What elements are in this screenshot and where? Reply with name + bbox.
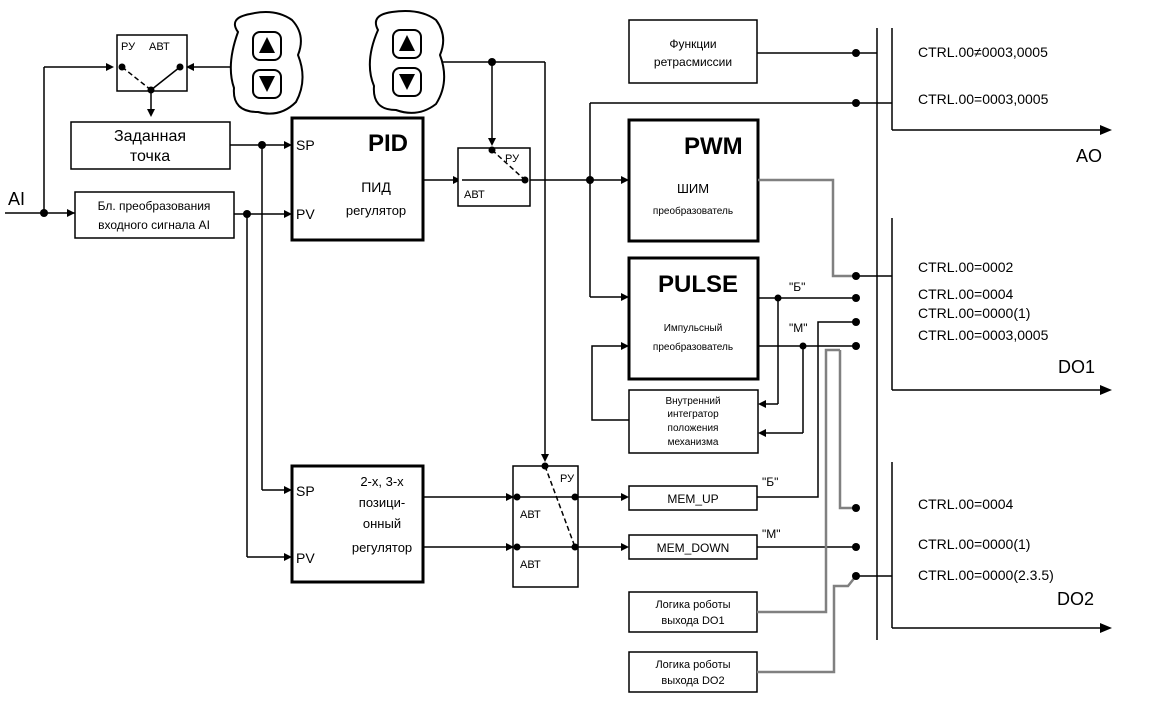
pid-output-wire: [423, 176, 461, 184]
pos-reg-pv-label: PV: [296, 550, 315, 566]
input-converter-line2: входного сигнала AI: [98, 218, 210, 232]
pid-block: PID SP PV ПИД регулятор: [290, 116, 425, 242]
retransmission-line1: Функции: [669, 37, 716, 51]
ao-ctrl1: CTRL.00≠0003,0005: [918, 44, 1048, 60]
integrator-line2: интегратор: [667, 409, 719, 420]
do2-label: DO2: [1057, 589, 1094, 609]
mode-switch-bottom-avt1: АВТ: [520, 509, 541, 521]
integrator-line3: положения: [668, 423, 719, 434]
setpoint-line1: Заданная: [114, 128, 186, 145]
down-arrow-key-left[interactable]: [252, 69, 282, 99]
mem-down-label: MEM_DOWN: [657, 541, 730, 555]
mode-switch-mid-ru: РУ: [505, 153, 520, 165]
mem-down-block: MEM_DOWN: [628, 534, 758, 560]
ai-label: AI: [8, 189, 25, 209]
integrator-feedback-wire: [591, 342, 629, 421]
mem-up-block: MEM_UP: [628, 485, 758, 511]
do2-ctrl3: CTRL.00=0000(2.3.5): [918, 567, 1054, 583]
keypad-right-wires: [442, 58, 549, 462]
ao-output-bus: [856, 28, 1112, 640]
sp-pv-wires: [230, 141, 292, 561]
logic-do2-line2: выхода DO2: [661, 675, 724, 687]
do1-ctrl4: CTRL.00=0003,0005: [918, 327, 1049, 343]
do1-ctrl3: CTRL.00=0000(1): [918, 305, 1030, 321]
do2-output-bus: [856, 462, 1112, 633]
mode-switch-top-ru: РУ: [121, 41, 136, 53]
setpoint-block: Заданная точка: [70, 121, 231, 170]
mode-switch-top[interactable]: РУ АВТ: [116, 34, 188, 94]
do1-output-bus: [856, 218, 1112, 395]
pid-line1: ПИД: [361, 179, 391, 195]
setpoint-line2: точка: [130, 148, 170, 165]
mode-switch-mid[interactable]: РУ АВТ: [457, 146, 531, 207]
do2-ctrl2: CTRL.00=0000(1): [918, 536, 1030, 552]
do1-ctrl2: CTRL.00=0004: [918, 286, 1014, 302]
mode-switch-mid-avt: АВТ: [464, 189, 485, 201]
mode-switch-mid-output-wires: [530, 99, 860, 301]
pos-reg-line1: 2-х, 3-х: [360, 474, 404, 489]
triangle-up-icon: [259, 37, 275, 53]
pid-line2: регулятор: [346, 203, 406, 218]
ao-ctrl2: CTRL.00=0003,0005: [918, 91, 1049, 107]
pos-reg-line2: позици-: [359, 495, 405, 510]
pwm-block: PWM ШИМ преобразователь: [627, 118, 760, 243]
pwm-output-wire: [758, 178, 860, 280]
up-arrow-key-right[interactable]: [392, 29, 422, 59]
pos-reg-line3: онный: [363, 516, 401, 531]
ai-input-wires: [5, 63, 114, 217]
triangle-down-icon: [259, 76, 275, 92]
mode-switch-bottom[interactable]: РУ АВТ АВТ: [512, 462, 579, 588]
pid-pv-label: PV: [296, 206, 315, 222]
pulse-line2: преобразователь: [653, 341, 733, 353]
do2-ctrl1: CTRL.00=0004: [918, 496, 1014, 512]
logic-do2-line1: Логика роботы: [655, 659, 730, 671]
mode-switch-bottom-avt2: АВТ: [520, 559, 541, 571]
do1-ctrl1: CTRL.00=0002: [918, 259, 1014, 275]
pulse-tag-m: "М": [789, 321, 808, 335]
integrator-line4: механизма: [668, 437, 719, 448]
mode-switch-top-avt: АВТ: [149, 41, 170, 53]
pulse-block: PULSE Импульсный преобразователь: [627, 256, 760, 381]
keypad-left[interactable]: [229, 11, 304, 115]
mode-switch-bottom-output-wires: [578, 493, 629, 551]
logic-output-wires: [757, 348, 860, 674]
up-arrow-key-left[interactable]: [252, 31, 282, 61]
retransmission-wire: [757, 49, 860, 57]
retransmission-line2: ретрасмиссии: [654, 55, 732, 69]
integrator-line1: Внутренний: [665, 396, 720, 407]
logic-do1-block: Логика роботы выхода DO1: [628, 591, 758, 633]
pwm-line1: ШИМ: [677, 181, 709, 196]
pwm-title: PWM: [684, 133, 743, 160]
positional-regulator-output-wires: [423, 493, 514, 551]
logic-do2-block: Логика роботы выхода DO2: [628, 651, 758, 693]
pulse-title: PULSE: [658, 271, 738, 298]
pid-sp-label: SP: [296, 137, 315, 153]
mem-up-tag: "Б": [762, 475, 778, 489]
pulse-line1: Импульсный: [664, 323, 723, 334]
keypad-right[interactable]: [368, 10, 446, 114]
pos-reg-line4: регулятор: [352, 540, 412, 555]
down-arrow-key-right[interactable]: [392, 67, 422, 97]
positional-regulator-block: SP PV 2-х, 3-х позици- онный регулятор: [290, 464, 425, 584]
logic-do1-line1: Логика роботы: [655, 599, 730, 611]
triangle-down-icon: [399, 74, 415, 90]
integrator-block: Внутренний интегратор положения механизм…: [628, 389, 759, 454]
mem-output-wires: [757, 318, 860, 551]
mode-switch-bottom-ru: РУ: [560, 473, 575, 485]
logic-do1-line2: выхода DO1: [661, 615, 724, 627]
pid-title: PID: [368, 130, 408, 157]
mem-up-label: MEM_UP: [667, 492, 718, 506]
pwm-line2: преобразователь: [653, 205, 733, 217]
triangle-up-icon: [399, 35, 415, 51]
do1-label: DO1: [1058, 357, 1095, 377]
pulse-tag-b: "Б": [789, 280, 805, 294]
input-converter-block: Бл. преобразования входного сигнала AI: [74, 191, 235, 239]
pulse-output-wires: [758, 294, 860, 437]
retransmission-block: Функции ретрасмиссии: [628, 19, 758, 84]
input-converter-line1: Бл. преобразования: [98, 199, 211, 213]
ao-label: AO: [1076, 146, 1102, 166]
pos-reg-sp-label: SP: [296, 483, 315, 499]
mem-down-tag: "М": [762, 527, 781, 541]
